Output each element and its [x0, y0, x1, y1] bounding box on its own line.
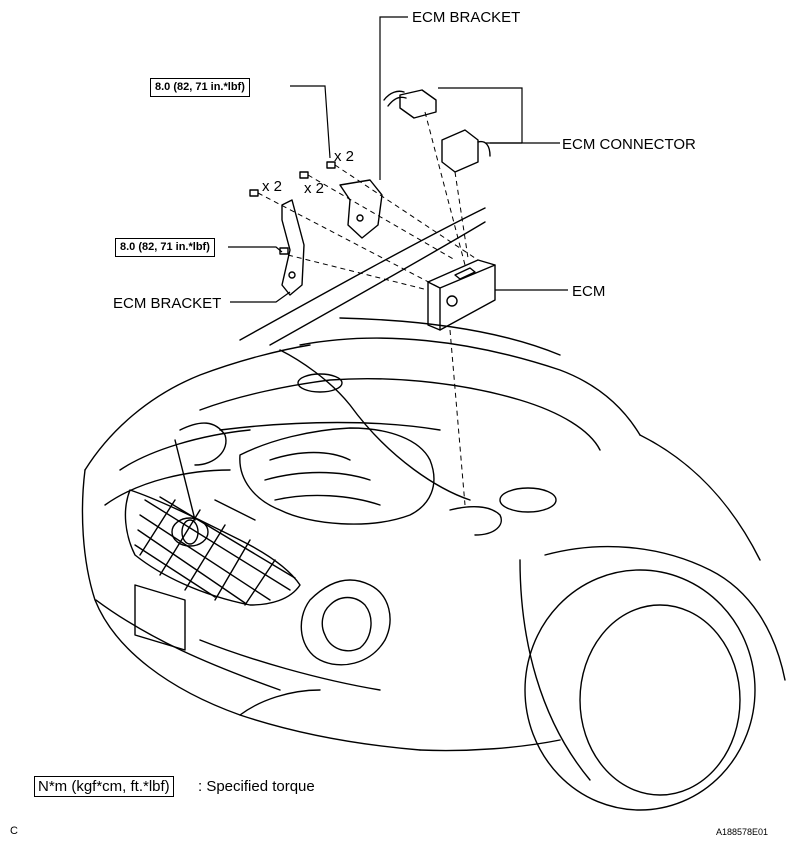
- car-body-outline: [81, 344, 786, 781]
- bolt-qty-left: x 2: [262, 178, 283, 195]
- engine-compartment: [174, 349, 601, 536]
- open-hood: [239, 207, 641, 436]
- assembly-paths: [257, 111, 479, 506]
- torque-unit-box: N*m (kgf*cm, ft.*lbf): [34, 776, 174, 798]
- bolts: [249, 161, 336, 255]
- ecm-brackets: [281, 179, 383, 296]
- ecm-connectors: [383, 89, 491, 173]
- front-wheel: [524, 569, 756, 811]
- torque-spec-lower: 8.0 (82, 71 in.*lbf): [115, 238, 215, 257]
- leader-lines: [228, 16, 568, 303]
- ecm-bracket-label-left: ECM BRACKET: [113, 295, 222, 312]
- corner-letter: C: [10, 825, 18, 837]
- torque-spec-upper: 8.0 (82, 71 in.*lbf): [150, 78, 250, 97]
- bolt-qty-middle: x 2: [304, 180, 325, 197]
- figure-id: A188578E01: [716, 827, 769, 837]
- ecm-unit: [427, 259, 496, 331]
- bolt-qty-right: x 2: [334, 148, 355, 165]
- front-grille: [124, 489, 301, 606]
- ecm-label: ECM: [572, 283, 606, 300]
- ecm-connector-label: ECM CONNECTOR: [562, 136, 696, 153]
- torque-legend-text: : Specified torque: [198, 778, 315, 795]
- ecm-bracket-label-top: ECM BRACKET: [412, 9, 521, 26]
